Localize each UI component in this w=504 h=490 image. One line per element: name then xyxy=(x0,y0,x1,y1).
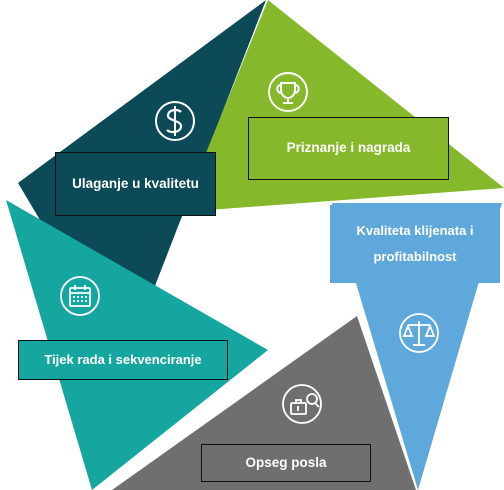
label-recognition: Priznanje i nagrada xyxy=(248,117,449,180)
trophy-icon xyxy=(268,72,308,112)
label-client-quality: Kvaliteta klijenata i profitabilnost xyxy=(330,205,500,283)
label-scope: Opseg posla xyxy=(201,444,371,482)
calendar-icon xyxy=(60,276,100,316)
briefcase-search-icon xyxy=(282,384,322,424)
label-workflow: Tijek rada i sekvenciranje xyxy=(18,340,228,380)
scales-icon xyxy=(399,313,439,353)
label-investment: Ulaganje u kvalitetu xyxy=(55,152,216,216)
dollar-icon xyxy=(155,101,195,141)
